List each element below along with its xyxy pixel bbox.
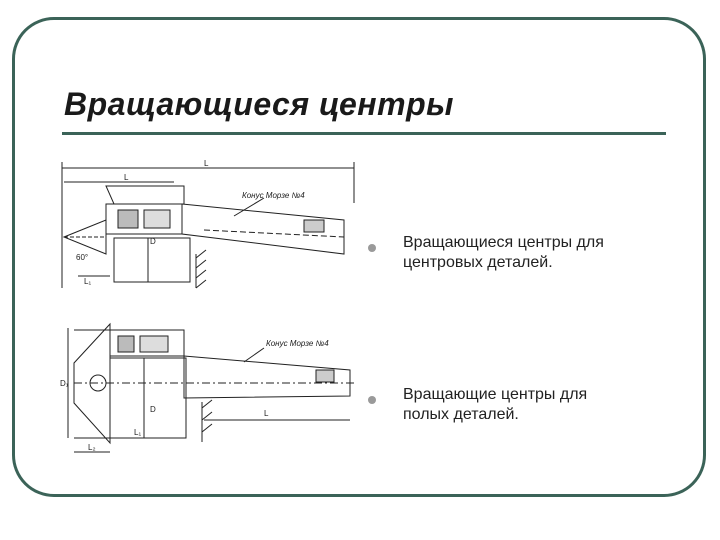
morse-taper bbox=[183, 355, 351, 399]
slide-frame bbox=[12, 17, 706, 497]
dimension-label: D bbox=[150, 237, 156, 246]
dimension-label: L bbox=[124, 173, 129, 182]
dimension-label: D bbox=[150, 405, 156, 414]
bullet-line: Вращающие центры для bbox=[403, 386, 588, 403]
bullet-line: центровых деталей. bbox=[403, 254, 553, 271]
dimension-label: L₁ bbox=[84, 277, 91, 286]
bullet-line: Вращающиеся центры для bbox=[403, 234, 604, 251]
angle-label: 60° bbox=[76, 253, 88, 262]
cone-label: Конус Морзе №4 bbox=[266, 339, 329, 348]
bullet-dot-icon bbox=[368, 244, 376, 252]
morse-taper bbox=[181, 203, 345, 255]
bullet-line: полых деталей. bbox=[403, 406, 519, 423]
bullet-dot-icon bbox=[368, 396, 376, 404]
dimension-label: L₁ bbox=[134, 428, 141, 437]
slide-title: Вращающиеся центры bbox=[64, 86, 454, 122]
technical-drawing: L L Конус Морзе №4 60° D L₁ Конус Морзе … bbox=[60, 159, 355, 453]
cone-label: Конус Морзе №4 bbox=[242, 191, 305, 200]
center-point bbox=[62, 219, 107, 255]
title-underline bbox=[62, 132, 666, 135]
dimension-label: L₂ bbox=[88, 443, 96, 452]
dimension-label: L bbox=[204, 159, 209, 168]
dimension-label: D₁ bbox=[60, 379, 69, 388]
dimension-label: L bbox=[264, 409, 269, 418]
